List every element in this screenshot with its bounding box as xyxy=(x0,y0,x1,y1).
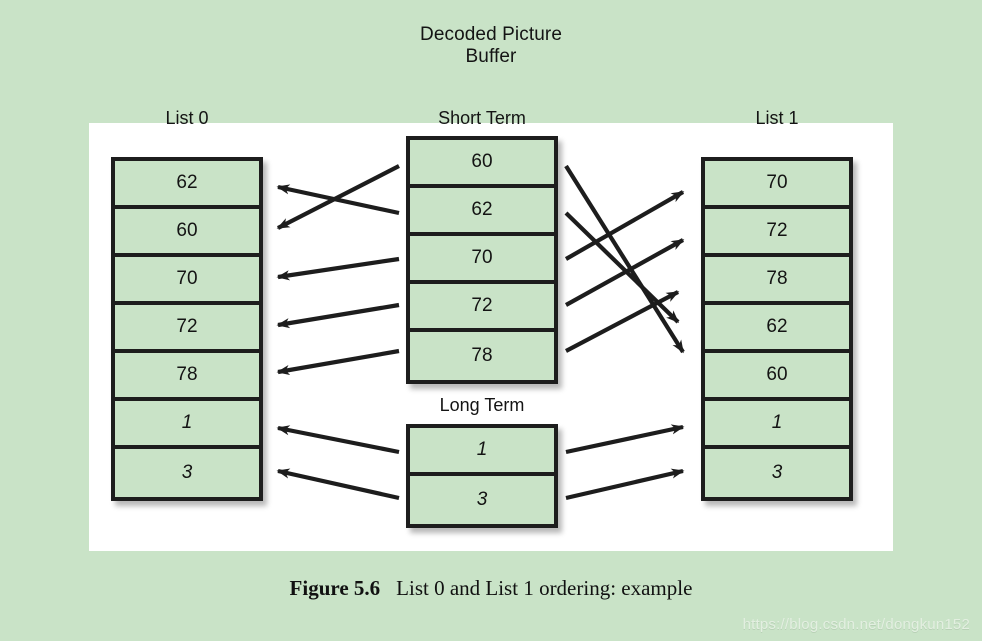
list1-cell: 72 xyxy=(705,209,849,257)
list1-label: List 1 xyxy=(755,108,799,128)
watermark: https://blog.csdn.net/dongkun152 xyxy=(742,616,970,633)
short-term-stack: 60 62 70 72 78 xyxy=(406,136,558,384)
list0-cell: 3 xyxy=(115,449,259,497)
long-term-cell: 3 xyxy=(410,476,554,524)
figure-caption: Figure 5.6 List 0 and List 1 ordering: ex… xyxy=(0,576,982,601)
long-term-label: Long Term xyxy=(439,395,525,415)
list1-cell: 70 xyxy=(705,161,849,209)
list0-cell: 78 xyxy=(115,353,259,401)
short-term-cell: 60 xyxy=(410,140,554,188)
short-term-cell: 72 xyxy=(410,284,554,332)
long-term-cell: 1 xyxy=(410,428,554,476)
list0-cell: 62 xyxy=(115,161,259,209)
figure-number: Figure 5.6 xyxy=(289,576,381,600)
figure-caption-text: List 0 and List 1 ordering: example xyxy=(396,576,693,600)
short-term-cell: 70 xyxy=(410,236,554,284)
decoded-picture-buffer-title: Decoded Picture Buffer xyxy=(0,24,982,68)
list0-cell: 1 xyxy=(115,401,259,449)
list1-cell: 78 xyxy=(705,257,849,305)
list0-label: List 0 xyxy=(165,108,209,128)
short-term-cell: 62 xyxy=(410,188,554,236)
list0-stack: 62 60 70 72 78 1 3 xyxy=(111,157,263,501)
short-term-cell: 78 xyxy=(410,332,554,380)
dpb-title-line-1: Decoded Picture xyxy=(420,24,562,45)
long-term-stack: 1 3 xyxy=(406,424,558,528)
list1-cell: 1 xyxy=(705,401,849,449)
list1-cell: 60 xyxy=(705,353,849,401)
dpb-title-line-2: Buffer xyxy=(465,46,517,67)
list0-cell: 60 xyxy=(115,209,259,257)
list0-cell: 72 xyxy=(115,305,259,353)
list1-stack: 70 72 78 62 60 1 3 xyxy=(701,157,853,501)
short-term-label: Short Term xyxy=(438,108,526,128)
list1-cell: 62 xyxy=(705,305,849,353)
list0-cell: 70 xyxy=(115,257,259,305)
list1-cell: 3 xyxy=(705,449,849,497)
